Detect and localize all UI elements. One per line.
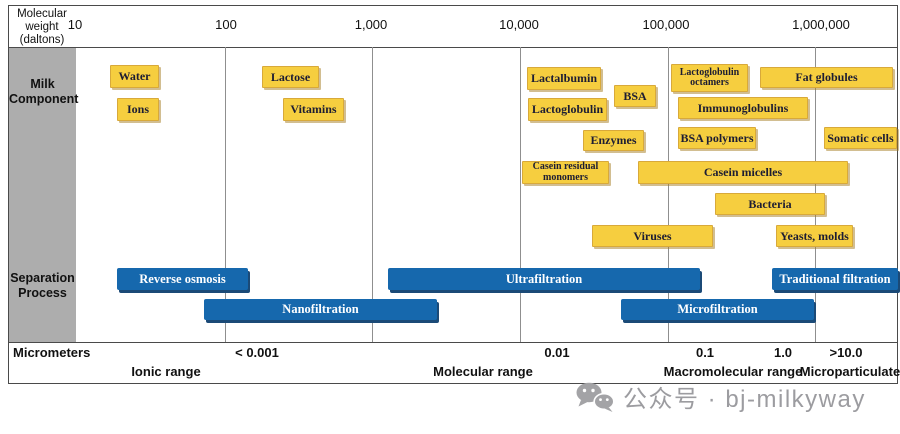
range-label: Macromolecular range — [663, 364, 803, 379]
dalton-tick-label: 10,000 — [499, 17, 539, 32]
component-box: Somatic cells — [824, 127, 897, 149]
range-label: Molecular range — [433, 364, 533, 379]
gridline — [520, 47, 521, 342]
watermark-text: 公众号 · bj-milkyway — [623, 386, 866, 413]
component-box: Lactoglobulin octamers — [671, 64, 748, 92]
dalton-tick-label: 1,000,000 — [792, 17, 850, 32]
component-box: Yeasts, molds — [776, 225, 853, 247]
separation-process-row-label: Separation Process — [10, 271, 75, 300]
process-bar: Nanofiltration — [204, 299, 437, 320]
component-box: Casein residual monomers — [522, 161, 609, 184]
dalton-tick-label: 10 — [67, 17, 83, 32]
micrometer-tick-label: 0.01 — [544, 345, 570, 360]
gridline — [225, 47, 226, 342]
wechat-icon — [576, 382, 615, 412]
component-box: Casein micelles — [638, 161, 848, 184]
micrometer-tick-label: < 0.001 — [235, 345, 279, 360]
component-box: Fat globules — [760, 67, 893, 88]
component-box: Immunoglobulins — [678, 97, 808, 119]
process-bar: Traditional filtration — [772, 268, 898, 290]
daltons-axis-title: Molecular weight (daltons) — [17, 8, 67, 46]
header-divider — [8, 47, 898, 48]
milk-component-row-label: Milk Component — [9, 77, 79, 106]
dalton-tick-label: 1,000 — [354, 17, 388, 32]
dalton-tick-label: 100,000 — [642, 17, 690, 32]
component-box: Water — [110, 65, 159, 88]
component-box: Lactose — [262, 66, 319, 88]
process-bar: Microfiltration — [621, 299, 814, 320]
gridline — [372, 47, 373, 342]
range-label: Ionic range — [131, 364, 201, 379]
range-label: Microparticulate — [799, 364, 900, 379]
component-box: BSA — [614, 85, 656, 107]
component-box: BSA polymers — [678, 127, 756, 149]
component-box: Lactoglobulin — [528, 98, 607, 121]
component-box: Bacteria — [715, 193, 825, 215]
component-box: Enzymes — [583, 130, 644, 151]
row-label-sidebar — [9, 48, 76, 342]
component-box: Lactalbumin — [527, 67, 601, 90]
component-box: Ions — [117, 98, 159, 121]
component-box: Viruses — [592, 225, 713, 247]
micrometer-tick-label: 1.0 — [773, 345, 793, 360]
watermark: 公众号 · bj-milkyway — [575, 379, 866, 414]
micrometers-axis-label: Micrometers — [13, 345, 91, 360]
process-bar: Ultrafiltration — [388, 268, 700, 290]
component-box: Vitamins — [283, 98, 344, 121]
process-bar: Reverse osmosis — [117, 268, 248, 290]
micrometer-tick-label: >10.0 — [829, 345, 863, 360]
dalton-tick-label: 100 — [215, 17, 237, 32]
micrometer-tick-label: 0.1 — [695, 345, 715, 360]
micrometers-divider — [8, 342, 898, 343]
gridline — [668, 47, 669, 342]
